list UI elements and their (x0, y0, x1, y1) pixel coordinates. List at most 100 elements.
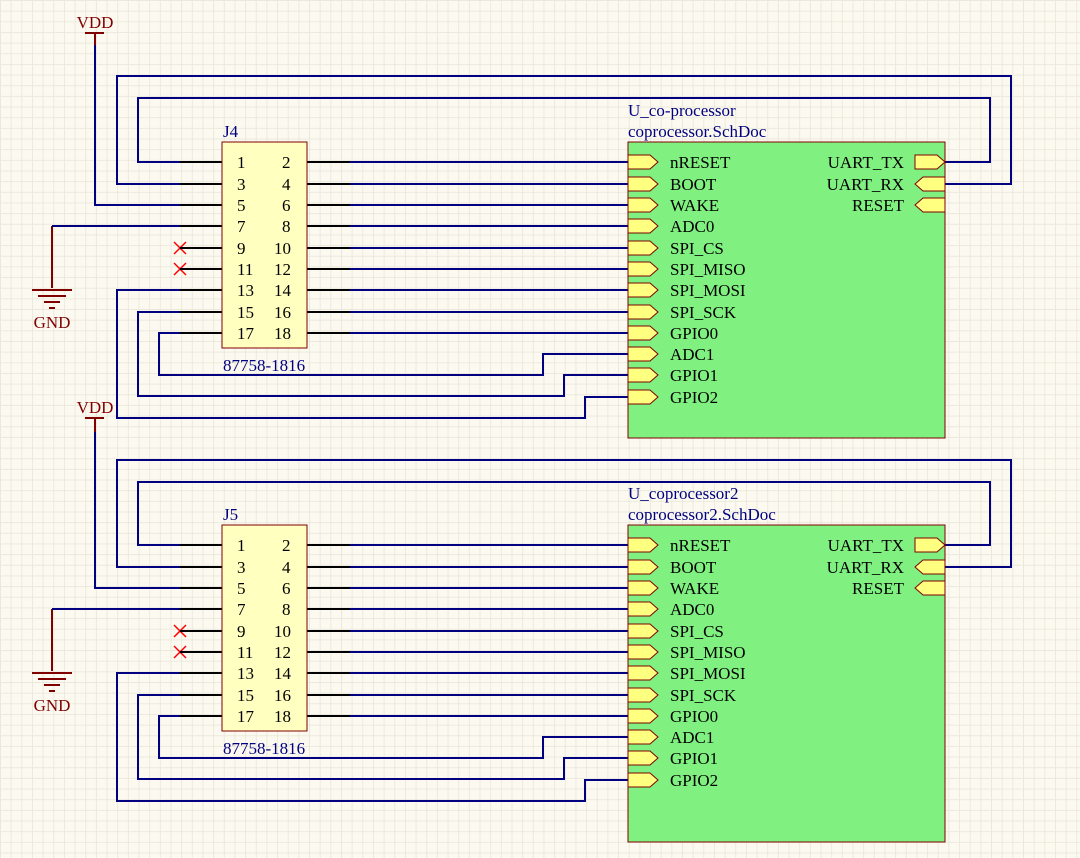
connector-pin-lines (180, 161, 350, 334)
port-entry[interactable] (627, 601, 659, 617)
port-label: SPI_SCK (670, 686, 737, 705)
pin-number: 18 (274, 324, 291, 343)
pin-number: 2 (282, 153, 291, 172)
pin-number: 4 (282, 558, 291, 577)
sheet-symbol-u-coprocessor2[interactable]: U_coprocessor2 coprocessor2.SchDoc nRESE… (627, 484, 946, 843)
port-label: UART_TX (828, 536, 904, 555)
port-entry[interactable] (627, 346, 659, 362)
block-1: VDD GND (32, 13, 1012, 439)
port-entry[interactable] (627, 218, 659, 234)
port-entry[interactable] (627, 665, 659, 681)
sheet-designator: U_co-processor (628, 101, 736, 120)
net-wires (52, 45, 1012, 419)
sheet-right-ports (914, 537, 946, 596)
port-label: UART_TX (828, 153, 904, 172)
port-entry[interactable] (627, 154, 659, 170)
pin-number: 12 (274, 260, 291, 279)
port-label: SPI_MOSI (670, 664, 746, 683)
port-label: nRESET (670, 536, 731, 555)
pin-number: 10 (274, 239, 291, 258)
connector-part-number: 87758-1816 (223, 356, 305, 375)
port-label: GPIO1 (670, 366, 718, 385)
port-label: RESET (852, 196, 905, 215)
connector-designator: J4 (223, 122, 239, 141)
port-label: ADC1 (670, 345, 714, 364)
vdd-symbol[interactable]: VDD (77, 13, 114, 45)
port-entry[interactable] (627, 750, 659, 766)
no-connect-pin-11 (173, 262, 222, 276)
net-wires (52, 432, 1012, 802)
port-label: GPIO1 (670, 749, 718, 768)
sheet-filename: coprocessor2.SchDoc (628, 505, 776, 524)
port-entry[interactable] (627, 240, 659, 256)
vdd-symbol[interactable]: VDD (77, 398, 114, 432)
port-entry[interactable] (627, 623, 659, 639)
port-entry[interactable] (914, 537, 946, 553)
connector-body (221, 141, 308, 349)
pin-number: 15 (237, 686, 254, 705)
sheet-symbol-u-co-processor[interactable]: U_co-processor coprocessor.SchDoc nRESET… (627, 101, 946, 439)
port-entry[interactable] (914, 559, 946, 575)
sheet-left-port-labels: nRESET BOOT WAKE ADC0 SPI_CS SPI_MISO SP… (670, 536, 746, 790)
connector-pin-lines (180, 544, 350, 717)
pin-number: 9 (237, 239, 246, 258)
port-label: ADC1 (670, 728, 714, 747)
pin-number: 4 (282, 175, 291, 194)
port-entry[interactable] (914, 154, 946, 170)
port-label: BOOT (670, 558, 717, 577)
port-entry[interactable] (627, 367, 659, 383)
pin-number: 1 (237, 536, 246, 555)
pin-number: 7 (237, 600, 246, 619)
port-label: ADC0 (670, 217, 714, 236)
port-label: SPI_CS (670, 239, 724, 258)
pin-number: 16 (274, 303, 291, 322)
port-entry[interactable] (627, 537, 659, 553)
pin-number: 6 (282, 579, 291, 598)
port-label: SPI_MISO (670, 260, 746, 279)
port-entry[interactable] (914, 176, 946, 192)
port-entry[interactable] (627, 708, 659, 724)
port-entry[interactable] (627, 282, 659, 298)
sheet-left-ports (627, 154, 659, 405)
port-label: WAKE (670, 579, 719, 598)
port-label: SPI_MISO (670, 643, 746, 662)
port-entry[interactable] (627, 644, 659, 660)
port-label: GPIO2 (670, 771, 718, 790)
sheet-body (627, 524, 946, 843)
port-label: GPIO2 (670, 388, 718, 407)
port-entry[interactable] (627, 729, 659, 745)
port-entry[interactable] (627, 559, 659, 575)
pin-number: 3 (237, 558, 246, 577)
port-label: UART_RX (827, 558, 904, 577)
pin-number: 8 (282, 217, 291, 236)
block-2: VDD GND (32, 398, 1012, 843)
pin-number: 3 (237, 175, 246, 194)
port-entry[interactable] (627, 261, 659, 277)
port-entry[interactable] (627, 687, 659, 703)
pin-number: 6 (282, 196, 291, 215)
port-label: SPI_SCK (670, 303, 737, 322)
sheet-body (627, 141, 946, 439)
port-entry[interactable] (627, 325, 659, 341)
pin-number: 18 (274, 707, 291, 726)
pin-number: 9 (237, 622, 246, 641)
pin-number: 7 (237, 217, 246, 236)
port-entry[interactable] (627, 197, 659, 213)
gnd-symbol[interactable]: GND (32, 226, 72, 332)
pin-number: 16 (274, 686, 291, 705)
port-entry[interactable] (627, 772, 659, 788)
port-entry[interactable] (627, 176, 659, 192)
port-entry[interactable] (914, 580, 946, 596)
port-label: GPIO0 (670, 707, 718, 726)
port-entry[interactable] (627, 389, 659, 405)
pin-number: 13 (237, 281, 254, 300)
port-entry[interactable] (627, 580, 659, 596)
port-entry[interactable] (627, 304, 659, 320)
gnd-symbol[interactable]: GND (32, 609, 72, 715)
port-label: ADC0 (670, 600, 714, 619)
port-entry[interactable] (914, 197, 946, 213)
